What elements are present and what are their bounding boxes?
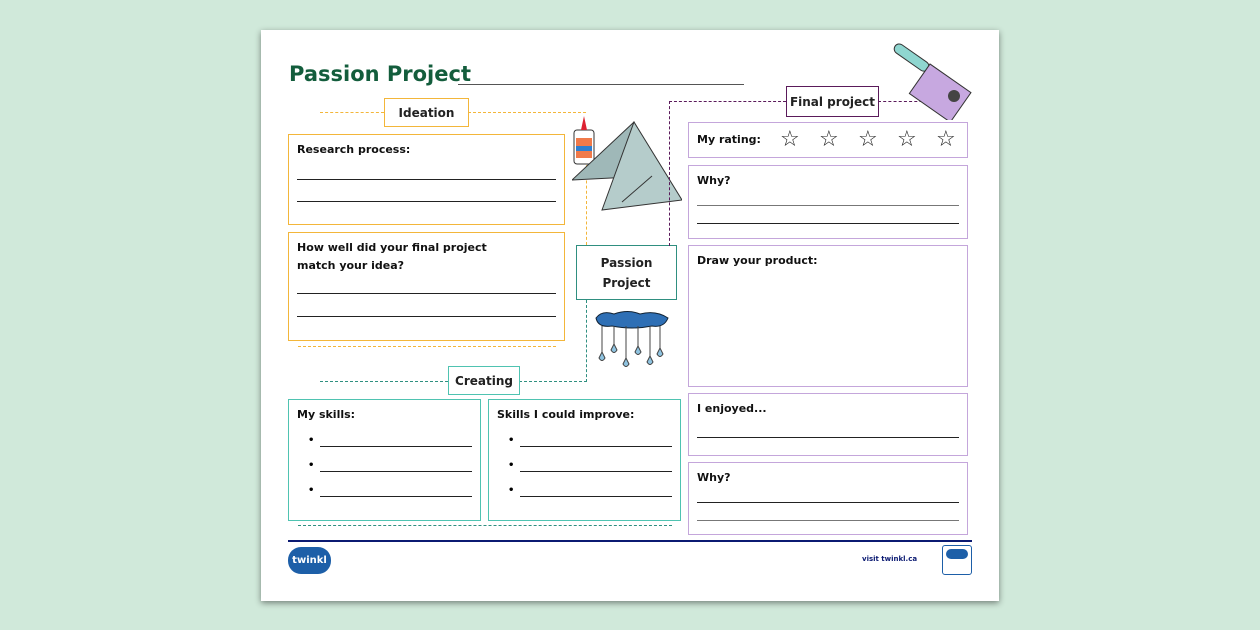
writing-line[interactable] <box>320 446 472 447</box>
bullet: • <box>308 460 315 471</box>
writing-line[interactable] <box>320 471 472 472</box>
cloud-rain-illustration <box>595 311 669 367</box>
creating-label: Creating <box>448 366 520 395</box>
why-2-box <box>688 462 968 535</box>
connector <box>320 112 384 113</box>
draw-product-box[interactable] <box>688 245 968 387</box>
footer-line <box>288 540 972 542</box>
label-line: Project <box>602 275 651 290</box>
why-2-prompt: Why? <box>697 471 731 484</box>
star-1-icon[interactable]: ☆ <box>780 127 800 152</box>
bullet: • <box>308 485 315 496</box>
connector <box>586 300 587 382</box>
skills-improve-prompt: Skills I could improve: <box>497 408 635 421</box>
writing-line[interactable] <box>320 496 472 497</box>
star-3-icon[interactable]: ☆ <box>858 127 878 152</box>
bullet: • <box>508 485 515 496</box>
writing-line[interactable] <box>697 502 959 503</box>
writing-line[interactable] <box>520 496 672 497</box>
writing-line[interactable] <box>697 437 959 438</box>
writing-line[interactable] <box>297 293 556 294</box>
bullet: • <box>308 435 315 446</box>
my-skills-prompt: My skills: <box>297 408 356 421</box>
star-2-icon[interactable]: ☆ <box>819 127 839 152</box>
writing-line[interactable] <box>697 205 959 206</box>
connector <box>586 160 587 245</box>
bullet: • <box>508 435 515 446</box>
why-prompt: Why? <box>697 174 731 187</box>
logo-text: twinkl <box>292 555 327 566</box>
twinkl-logo: twinkl <box>288 547 331 574</box>
passion-project-label: Passion Project <box>576 245 677 300</box>
connector <box>320 381 448 382</box>
writing-line[interactable] <box>297 316 556 317</box>
writing-line[interactable] <box>297 179 556 180</box>
guitar-illustration <box>893 43 972 120</box>
final-project-label: Final project <box>786 86 879 117</box>
ideation-label: Ideation <box>384 98 469 127</box>
connector <box>298 346 556 347</box>
writing-line[interactable] <box>697 223 959 224</box>
connector <box>669 101 786 102</box>
research-box <box>288 134 565 225</box>
visit-link[interactable]: visit twinkl.ca <box>862 555 918 563</box>
connector <box>519 381 587 382</box>
connector <box>468 112 586 113</box>
match-box <box>288 232 565 341</box>
rating-prompt: My rating: <box>697 133 761 146</box>
skills-improve-box <box>488 399 681 521</box>
rating-box <box>688 122 968 158</box>
why-box <box>688 165 968 239</box>
writing-line[interactable] <box>520 446 672 447</box>
glue-and-pyramid-illustration <box>572 116 682 211</box>
connector <box>298 525 672 526</box>
star-5-icon[interactable]: ☆ <box>936 127 956 152</box>
quality-badge-icon <box>942 545 972 575</box>
my-skills-box <box>288 399 481 521</box>
writing-line[interactable] <box>297 201 556 202</box>
title-name-line <box>458 84 744 85</box>
match-prompt: How well did your final project match yo… <box>297 241 487 272</box>
label-line: Passion <box>600 255 653 270</box>
connector <box>878 101 938 102</box>
bullet: • <box>508 460 515 471</box>
connector <box>669 101 670 246</box>
writing-line[interactable] <box>520 471 672 472</box>
star-4-icon[interactable]: ☆ <box>897 127 917 152</box>
enjoyed-prompt: I enjoyed... <box>697 402 767 415</box>
writing-line[interactable] <box>697 520 959 521</box>
enjoyed-box <box>688 393 968 456</box>
research-prompt: Research process: <box>297 143 411 156</box>
draw-prompt: Draw your product: <box>697 254 818 267</box>
page-title: Passion Project <box>289 62 471 86</box>
